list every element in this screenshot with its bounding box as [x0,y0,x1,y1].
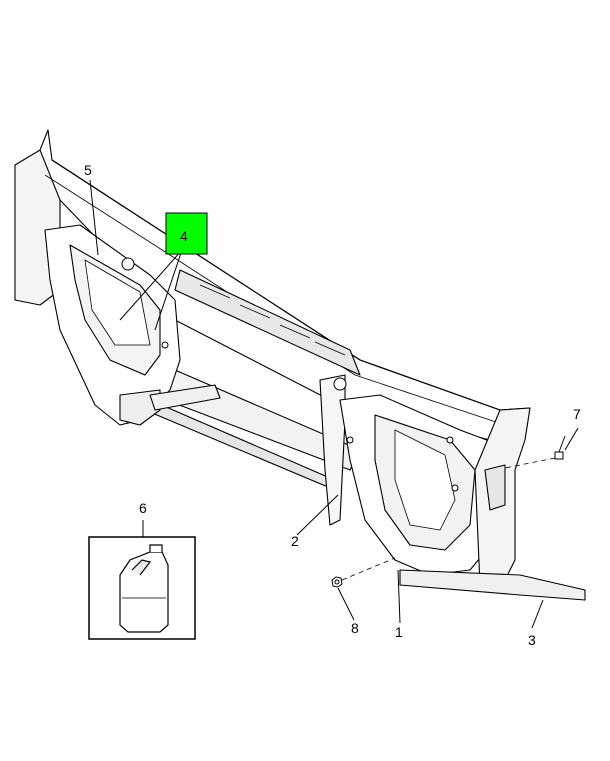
dashed-guide-lines [341,457,556,581]
callout-4[interactable]: 4 [180,228,188,244]
callout-6[interactable]: 6 [139,500,147,516]
callout-4-highlight[interactable] [165,212,208,255]
bottle-icon [88,536,196,640]
callout-5[interactable]: 5 [84,162,92,178]
leader-lines [89,179,579,629]
callout-1[interactable]: 1 [395,624,403,640]
callout-3[interactable]: 3 [528,632,536,648]
callout-2[interactable]: 2 [291,533,299,549]
callout-7[interactable]: 7 [573,406,581,422]
callout-8[interactable]: 8 [351,620,359,636]
bolt-icon [554,435,566,460]
nut-icon [331,576,343,588]
radiator-support-assembly [14,129,586,601]
